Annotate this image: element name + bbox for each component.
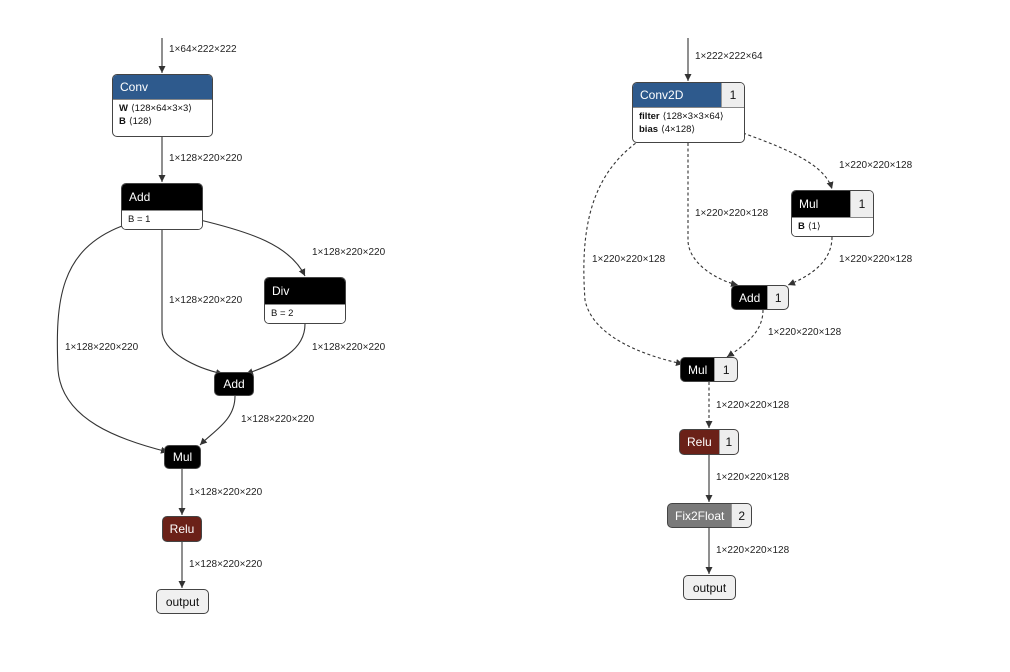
node-output-title: output [165, 594, 200, 609]
edge-left-add1-add2 [161, 230, 224, 376]
edge-right-add-mul2 [726, 309, 764, 358]
edge-right-mul1-add [787, 236, 833, 286]
node-relu-title: Relu [169, 522, 195, 536]
edge-left-add2-mul [199, 395, 236, 446]
node-add-2[interactable]: Add [214, 372, 254, 396]
node-add[interactable]: Add 1 [731, 285, 789, 310]
edge-right-conv2d-add [687, 143, 739, 287]
node-relu-right-count: 1 [718, 430, 738, 454]
node-add-1-attr: B = 1 [122, 210, 202, 229]
node-output[interactable]: output [156, 589, 209, 614]
node-conv2d-attr-bias: bias⟨4×128⟩ [639, 124, 696, 135]
node-conv-attr-b: B⟨128⟩ [119, 116, 153, 127]
node-mul-2-count: 1 [714, 358, 737, 381]
node-conv2d-count: 1 [721, 83, 744, 107]
edge-label-left-add1-add2: 1×128×220×220 [169, 295, 243, 306]
edge-left-add1-div [199, 219, 306, 277]
node-conv2d-title: Conv2D [633, 83, 721, 107]
edge-label-left-conv-add1: 1×128×220×220 [169, 153, 243, 164]
node-mul[interactable]: Mul [164, 445, 201, 469]
edge-label-right-add-mul2: 1×220×220×128 [768, 327, 842, 338]
edge-label-left-input-conv: 1×64×222×222 [169, 44, 237, 55]
node-conv2d[interactable]: Conv2D 1 filter⟨128×3×3×64⟩ bias⟨4×128⟩ [632, 82, 745, 143]
node-add-title: Add [739, 290, 761, 305]
node-mul-2[interactable]: Mul 1 [680, 357, 738, 382]
edge-label-right-conv2d-mul2: 1×220×220×128 [592, 254, 666, 265]
edge-left-add1-mul [56, 225, 169, 454]
node-relu[interactable]: Relu [162, 516, 202, 542]
node-mul-1-title: Mul [792, 191, 850, 217]
node-conv2d-attr-filter: filter⟨128×3×3×64⟩ [639, 111, 724, 122]
node-fix2float-title: Fix2Float [675, 508, 725, 523]
edge-label-left-mul-relu: 1×128×220×220 [189, 487, 263, 498]
edge-label-right-input-conv2d: 1×222×222×64 [695, 51, 763, 62]
edge-label-right-mul2-relu: 1×220×220×128 [716, 400, 790, 411]
edge-label-right-mul1-add: 1×220×220×128 [839, 254, 913, 265]
node-mul-1-count: 1 [850, 191, 873, 217]
node-add-1-title: Add [122, 184, 202, 210]
node-mul-1-attrs: B⟨1⟩ [792, 217, 873, 236]
edge-right-conv2d-mul2 [583, 139, 684, 366]
node-conv-attrs: W⟨128×64×3×3⟩ B⟨128⟩ [113, 99, 212, 131]
node-conv-attr-w: W⟨128×64×3×3⟩ [119, 103, 193, 114]
node-conv2d-attrs: filter⟨128×3×3×64⟩ bias⟨4×128⟩ [633, 107, 744, 139]
node-mul-title: Mul [172, 450, 193, 464]
edge-label-right-conv2d-add: 1×220×220×128 [695, 208, 769, 219]
node-relu-right[interactable]: Relu 1 [679, 429, 739, 455]
node-fix2float[interactable]: Fix2Float 2 [667, 503, 752, 528]
edge-label-left-add2-mul: 1×128×220×220 [241, 414, 315, 425]
edge-right-conv2d-mul1 [742, 132, 834, 190]
node-output-right-title: output [692, 580, 727, 595]
node-relu-right-title: Relu [687, 435, 712, 449]
edge-label-left-relu-output: 1×128×220×220 [189, 559, 263, 570]
edge-label-right-relu-fix: 1×220×220×128 [716, 472, 790, 483]
edge-label-right-fix-output: 1×220×220×128 [716, 545, 790, 556]
node-add-2-title: Add [223, 377, 245, 391]
node-conv[interactable]: Conv W⟨128×64×3×3⟩ B⟨128⟩ [112, 74, 213, 137]
edge-label-left-add1-div: 1×128×220×220 [312, 247, 386, 258]
node-div-attr: B = 2 [265, 304, 345, 323]
node-div[interactable]: Div B = 2 [264, 277, 346, 324]
node-mul-1[interactable]: Mul 1 B⟨1⟩ [791, 190, 874, 237]
edge-label-left-div-add2: 1×128×220×220 [312, 342, 386, 353]
node-output-right[interactable]: output [683, 575, 736, 600]
node-add-count: 1 [767, 286, 788, 309]
node-mul-2-title: Mul [688, 362, 708, 377]
node-conv-title: Conv [113, 75, 212, 99]
node-fix2float-count: 2 [731, 504, 751, 527]
edge-label-right-conv2d-mul1: 1×220×220×128 [839, 160, 913, 171]
edge-label-left-add1-mul: 1×128×220×220 [65, 342, 139, 353]
node-div-title: Div [265, 278, 345, 304]
edge-left-div-add2 [245, 323, 306, 375]
node-add-1[interactable]: Add B = 1 [121, 183, 203, 230]
